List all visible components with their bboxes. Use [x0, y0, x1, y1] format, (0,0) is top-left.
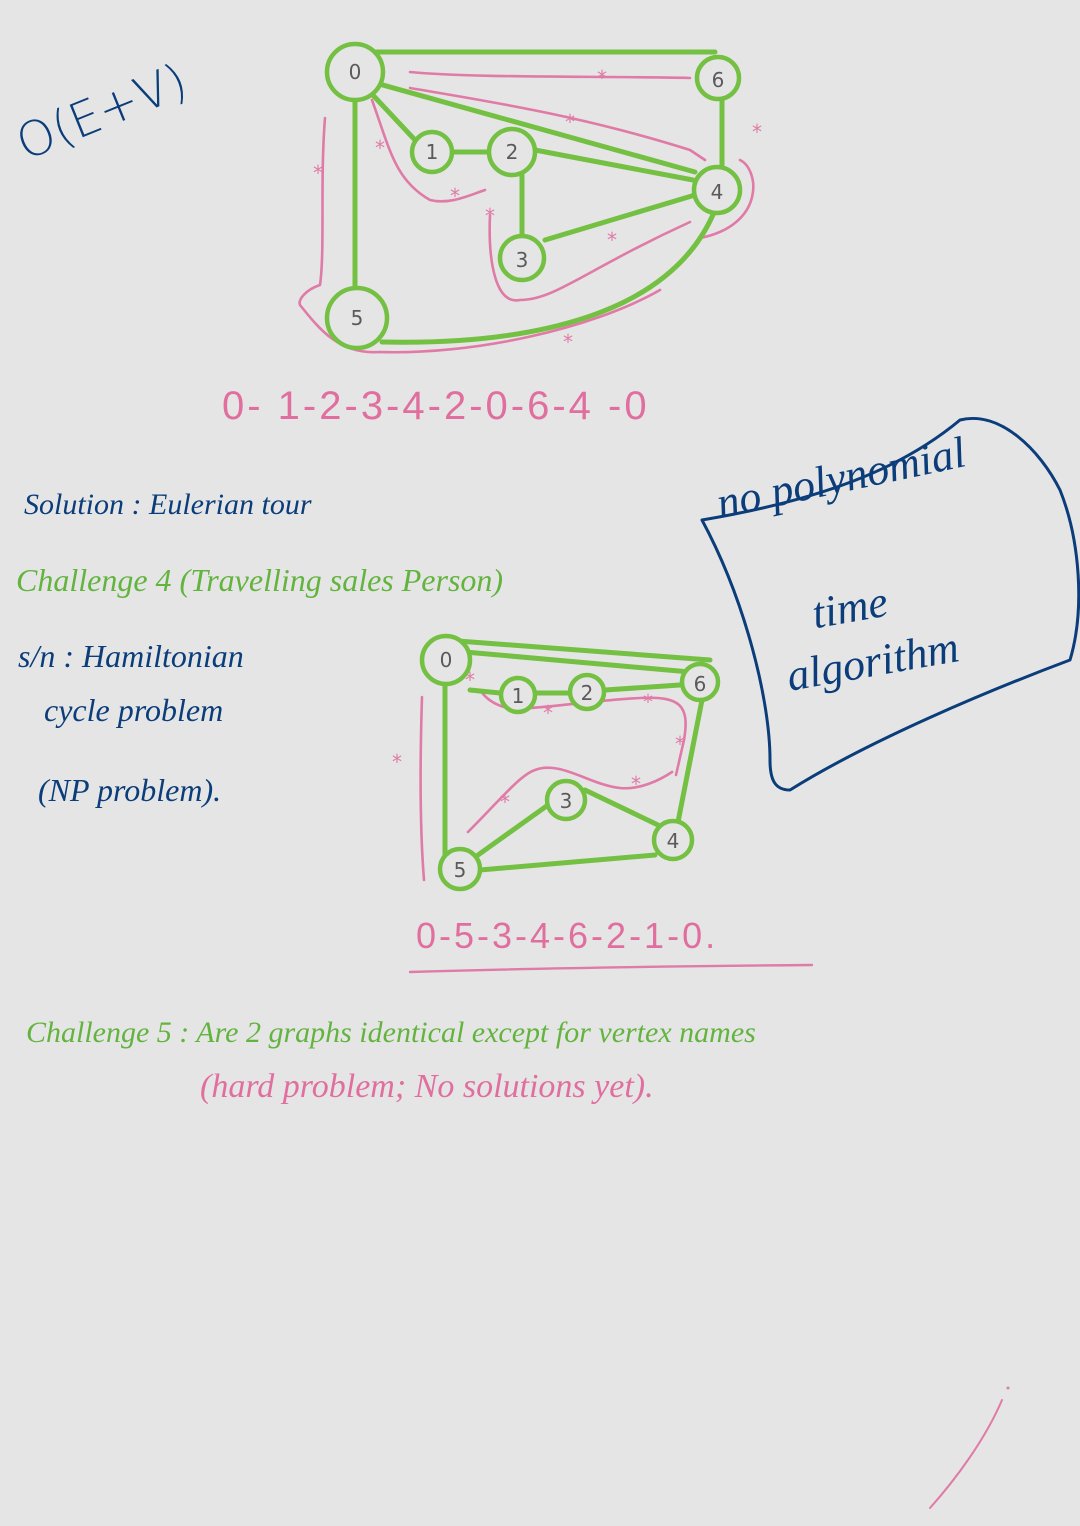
graph1-edge-2-4: [532, 147, 696, 183]
svg-text:*: *: [543, 701, 553, 725]
graph2-node-5: 5: [437, 846, 483, 892]
svg-text:2: 2: [581, 681, 594, 705]
svg-text:*: *: [675, 732, 685, 756]
svg-text:*: *: [392, 750, 402, 774]
euler-tour-sequence: 0- 1-2-3-4-2-0-6-4 -0: [222, 384, 650, 428]
graph1-edge-0-1: [367, 89, 418, 143]
hard-problem-note: (hard problem; No solutions yet).: [200, 1068, 654, 1105]
graph-2: * * * * * * * 0 1 2 6 3 4 5: [392, 633, 721, 892]
svg-text:*: *: [375, 136, 385, 160]
graph1-edge-5-4: [379, 207, 718, 345]
stray-stroke: [929, 1399, 1003, 1509]
svg-text:*: *: [597, 66, 607, 90]
svg-text:*: *: [485, 204, 495, 228]
graph1-node-5: 5: [324, 285, 390, 351]
callout-box: [700, 417, 1080, 792]
graph1-node-3: 3: [497, 233, 547, 283]
graph1-edge-0-4: [369, 79, 698, 175]
svg-text:5: 5: [351, 306, 364, 330]
graph1-node-1: 1: [409, 129, 455, 175]
graph2-edge-0-6: [442, 637, 713, 663]
svg-text:*: *: [465, 668, 475, 692]
graph2-edge-6-4: [675, 697, 705, 825]
svg-text:0: 0: [349, 60, 362, 84]
svg-text:1: 1: [512, 684, 525, 708]
hamilton-cycle-sequence: 0-5-3-4-6-2-1-0.: [416, 915, 719, 956]
svg-text:*: *: [450, 184, 460, 208]
svg-text:4: 4: [667, 829, 680, 853]
graph2-edge-1-0: [467, 687, 503, 696]
graph2-edge-2-6: [602, 682, 683, 693]
graph2-node-6: 6: [679, 661, 721, 703]
svg-text:*: *: [607, 228, 617, 252]
graph2-edge-3-4: [582, 787, 661, 828]
graph2-node-3: 3: [544, 778, 588, 822]
svg-text:*: *: [500, 790, 510, 814]
svg-text:*: *: [643, 690, 653, 714]
graph2-edge-5-3: [475, 802, 551, 858]
challenge-5-title: Challenge 5 : Are 2 graphs identical exc…: [26, 1016, 756, 1049]
graph1-node-4: 4: [691, 164, 743, 216]
cycle-underline: [408, 963, 814, 974]
svg-text:3: 3: [560, 789, 573, 813]
graph2-node-2: 2: [567, 672, 607, 712]
svg-text:1: 1: [426, 140, 439, 164]
svg-text:0: 0: [440, 648, 453, 672]
svg-text:*: *: [631, 772, 641, 796]
graph2-node-0: 0: [419, 633, 473, 687]
challenge-4-title: Challenge 4 (Travelling sales Person): [16, 562, 504, 598]
graph1-node-2: 2: [486, 126, 538, 178]
svg-text:*: *: [313, 161, 323, 185]
graph1-edge-3-4: [542, 192, 698, 243]
graph2-node-4: 4: [651, 818, 695, 862]
sln-line-2: cycle problem: [44, 692, 224, 728]
graph2-node-1: 1: [498, 675, 538, 715]
graph2-edge-0-6b: [462, 649, 693, 675]
svg-text:4: 4: [711, 180, 724, 204]
graph2-edge-5-4: [477, 852, 658, 873]
svg-text:3: 3: [516, 248, 529, 272]
solution-line: Solution : Eulerian tour: [24, 488, 312, 521]
sln-line-1: s/n : Hamiltonian: [18, 638, 244, 674]
svg-text:*: *: [565, 110, 575, 134]
graph1-euler-path: [298, 70, 755, 354]
stray-dot: [1006, 1386, 1010, 1390]
sln-line-3: (NP problem).: [38, 772, 222, 808]
svg-text:6: 6: [712, 68, 725, 92]
svg-text:5: 5: [454, 858, 467, 882]
svg-text:*: *: [752, 120, 762, 144]
svg-text:6: 6: [694, 672, 707, 696]
graph1-node-0: 0: [324, 41, 386, 103]
graph1-node-6: 6: [694, 54, 742, 102]
svg-text:2: 2: [506, 140, 519, 164]
svg-text:*: *: [563, 330, 573, 354]
graph-1: * * * * * * * * * 0 6 1 2 4 3 5: [298, 41, 762, 354]
